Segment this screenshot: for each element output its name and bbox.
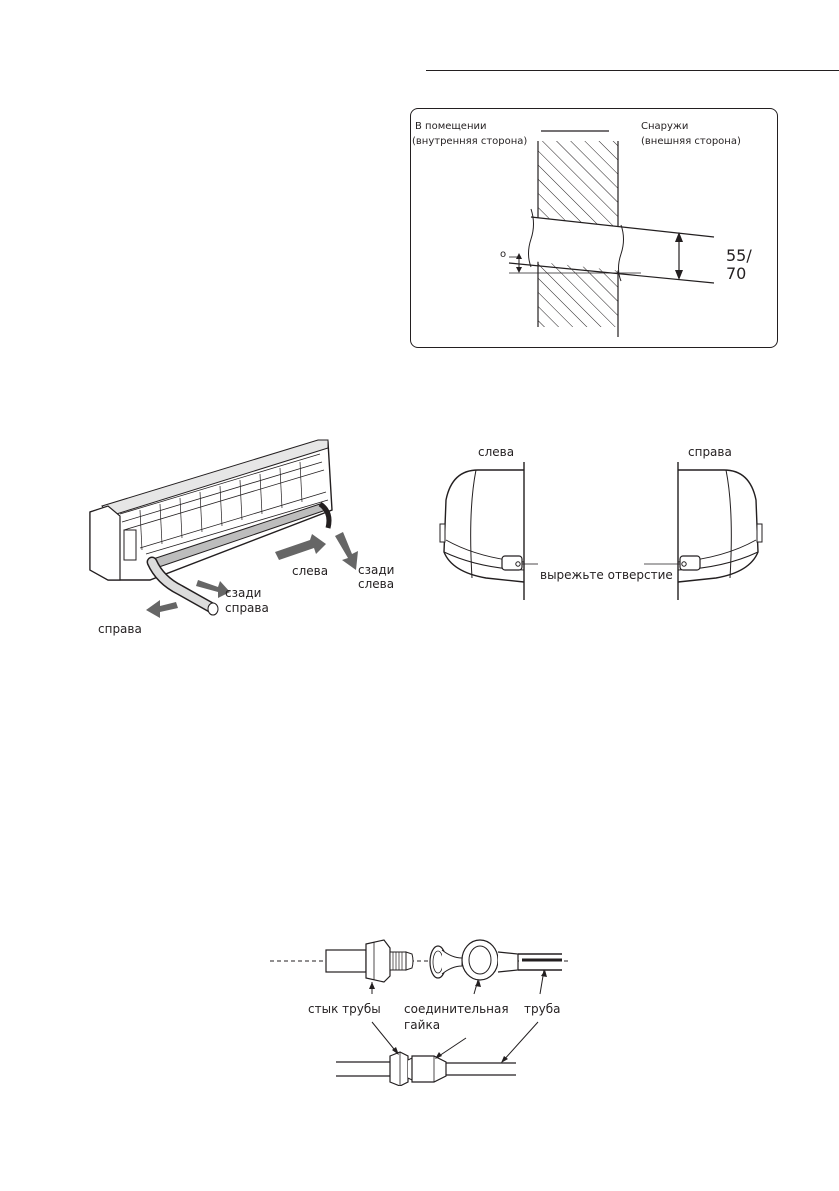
header-rule (426, 70, 839, 71)
wall-hole-figure: В помещении (внутренняя сторона) Снаружи… (410, 108, 778, 348)
pipe-label: труба (524, 1002, 561, 1016)
direction-rear-left-label-1: сзади (358, 563, 395, 577)
direction-right-label: справа (98, 622, 142, 636)
side-view-right-title: справа (688, 445, 732, 459)
wall-hole-drawing (508, 130, 715, 337)
dimension-bottom: 70 (726, 264, 747, 283)
indoor-unit-figure: слева сзади слева сзади справа справа (80, 430, 410, 645)
direction-rear-left-label-2: слева (358, 577, 395, 591)
dimension-top: 55/ (726, 246, 752, 265)
flare-nut-label-2: гайка (404, 1018, 441, 1032)
cut-hole-label: вырежьте отверстие (540, 568, 673, 582)
side-views-drawing (439, 462, 763, 600)
angle-mark: o (500, 249, 507, 260)
pipe-joint-label: стык трубы (308, 1002, 381, 1016)
indoor-sub-label: (внутренняя сторона) (412, 136, 528, 147)
indoor-unit-drawing (89, 439, 358, 618)
outdoor-sub-label: (внешняя сторона) (641, 136, 741, 147)
direction-rear-right-label-2: справа (225, 601, 269, 615)
pipe-connection-drawing (270, 939, 568, 1086)
outdoor-label: Снаружи (641, 121, 689, 132)
side-view-left-title: слева (478, 445, 515, 459)
flare-nut-label-1: соединительная (404, 1002, 509, 1016)
side-views-figure: слева справа вырежьте отверстие (438, 440, 764, 610)
indoor-label: В помещении (415, 121, 487, 132)
pipe-connection-figure: стык трубы соединительная гайка труба (266, 936, 576, 1086)
direction-left-label: слева (292, 564, 329, 578)
direction-rear-right-label-1: сзади (225, 586, 262, 600)
